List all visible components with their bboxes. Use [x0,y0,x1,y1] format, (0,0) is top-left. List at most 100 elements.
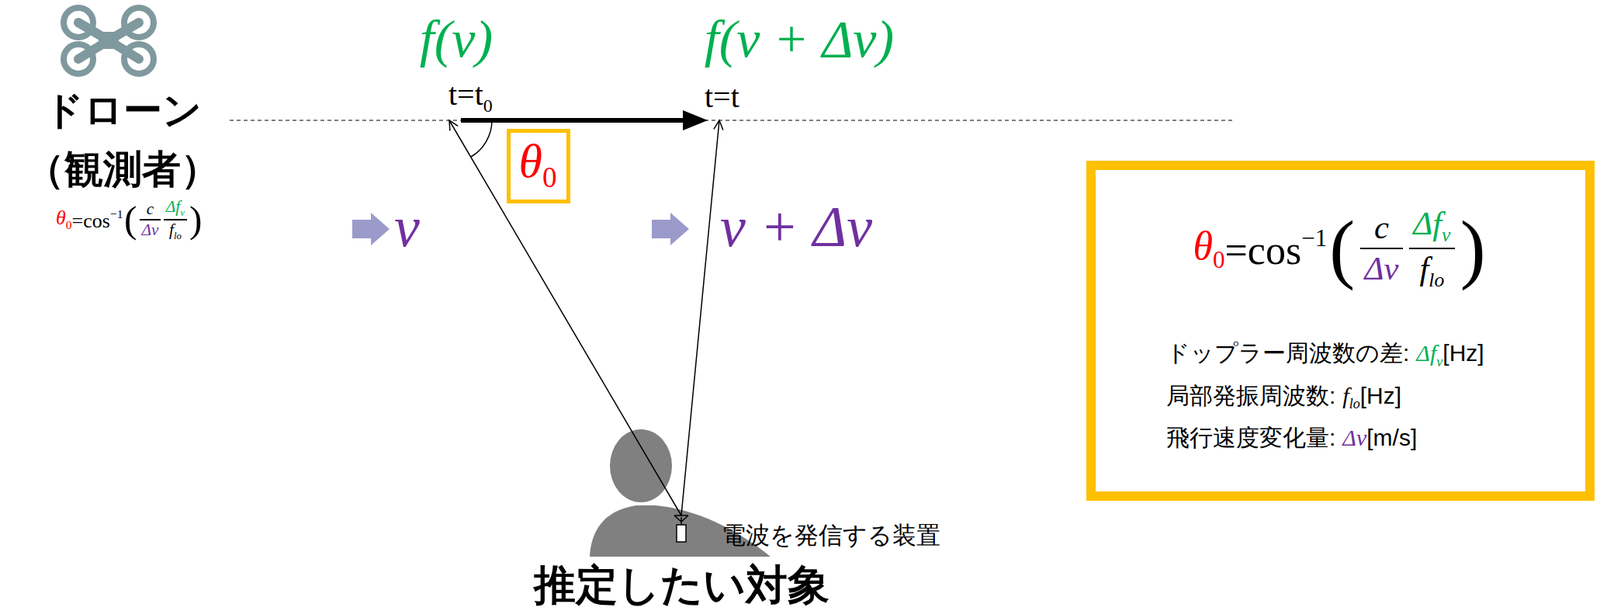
angle-arc [470,120,492,157]
movement-arrow [460,117,686,123]
label-text: （観測者） [25,147,220,191]
definition-text: 局部発振周波数: [1166,382,1336,409]
label-text: 電波を発信する装置 [721,521,941,549]
denominator: flo [166,221,184,242]
label-text: t=t [448,76,484,112]
observer-role: （観測者） [25,148,220,191]
variable: c [1374,208,1389,246]
sight-line [681,120,720,516]
parenthesis: ( [124,200,137,239]
variable: f [1419,249,1429,287]
formula: θ0=cos−1(cΔvΔfvflo) [55,197,204,241]
time-label: t=t0 [448,76,493,116]
velocity-label: v + Δv [720,194,873,259]
velocity-arrow [352,212,390,246]
operator: =cos [1225,228,1303,273]
time-label: t=t [704,79,740,115]
numerator: c [1370,209,1393,246]
flight-path [229,119,1233,122]
numerator: Δfv [1409,205,1455,246]
parenthesis: ( [1329,210,1355,288]
velocity-arrow [651,212,690,246]
variable: Δv [1364,249,1400,287]
subscript: lo [173,230,182,242]
formula-box: θ0=cos−1(cΔvΔfvflo)ドップラー周波数の差:Δfv[Hz]局部発… [1086,160,1595,501]
parenthesis: ) [189,200,202,239]
definition-line: 局部発振周波数:flo[Hz] [1166,378,1570,421]
label-text: v + Δv [720,194,873,259]
drone-icon [63,7,154,74]
variable: Δv [141,220,160,239]
observer-name: ドローン [44,89,202,132]
person-head [609,429,672,503]
formula-wrap: θ0=cos−1(cΔvΔfvflo) [1111,205,1570,291]
definition-text: 飛行速度変化量: [1166,424,1336,451]
arccos: =cos−1 [1225,225,1328,271]
label-text: v [394,194,420,259]
sight-line [449,120,682,516]
formula-small: θ0=cos−1(cΔvΔfvflo) [55,197,204,241]
transmitter [676,524,686,542]
device-label: 電波を発信する装置 [721,522,941,549]
fraction: Δfv flo [1409,205,1455,291]
definition-line: 飛行速度変化量:Δv[m/s] [1166,420,1570,454]
definition-text: ドップラー周波数の差: [1166,339,1410,366]
theta: θ [55,206,66,229]
formula: θ0=cos−1(cΔvΔfvflo) [1192,205,1488,291]
numerator: c [144,200,156,219]
angle-box: θ0 [506,128,570,205]
subscript: 0 [1212,245,1226,274]
fraction-bar [1409,247,1455,250]
theta-symbol: θ0 [55,207,73,231]
superscript: −1 [110,207,124,221]
velocity-label: v [394,194,420,259]
label-text: f(v + Δv) [704,9,894,69]
variable: Δf [166,197,181,216]
movement-arrow-head [682,110,708,131]
fraction: cΔv [1360,209,1403,288]
drone-rotor [63,7,94,38]
theta-symbol: θ0 [1192,225,1225,272]
label-text: ドローン [44,88,202,132]
definition-line: ドップラー周波数の差:Δfv[Hz] [1166,335,1570,378]
fraction: Δfvflo [163,197,187,241]
label-text: t=t [704,79,740,115]
definition-text: Δv [1342,424,1367,451]
fraction-bar [1360,247,1403,250]
drone-rotor [124,44,154,74]
variable: f [169,220,174,239]
definition-text: [Hz] [1360,382,1402,409]
superscript: −1 [1301,224,1327,252]
antenna [674,515,689,525]
numerator: Δfv [163,197,187,219]
definition-text: [m/s] [1366,424,1417,451]
subscript: 0 [483,95,493,116]
arccos: =cos−1 [72,207,124,232]
definition-text: f [1342,382,1349,409]
frequency-label: f(v) [419,9,493,69]
subscript: 0 [65,218,73,232]
denominator: flo [1415,250,1448,291]
parenthesis: ) [1460,210,1486,288]
label-text: 推定したい対象 [533,561,830,608]
definition-text: lo [1349,395,1361,412]
fraction-bar [163,218,187,221]
fraction: cΔv [139,200,161,240]
target-label: 推定したい対象 [533,561,830,608]
denominator: Δv [139,221,161,239]
subscript: v [1441,223,1451,246]
variable: Δf [1412,204,1442,242]
label-text: f(v) [419,9,493,69]
definitions: ドップラー周波数の差:Δfv[Hz]局部発振周波数:flo[Hz]飛行速度変化量… [1166,335,1570,454]
definition-text: v [1436,353,1443,370]
subscript: 0 [542,161,558,194]
drone-body [98,31,119,49]
theta: θ [518,134,542,188]
definition-text: [Hz] [1442,339,1484,366]
fraction-bar [139,218,161,221]
drone-rotor [124,7,154,38]
operator: =cos [72,209,111,233]
variable: c [146,199,154,219]
angle-symbol: θ0 [518,134,557,188]
theta: θ [1192,223,1213,268]
